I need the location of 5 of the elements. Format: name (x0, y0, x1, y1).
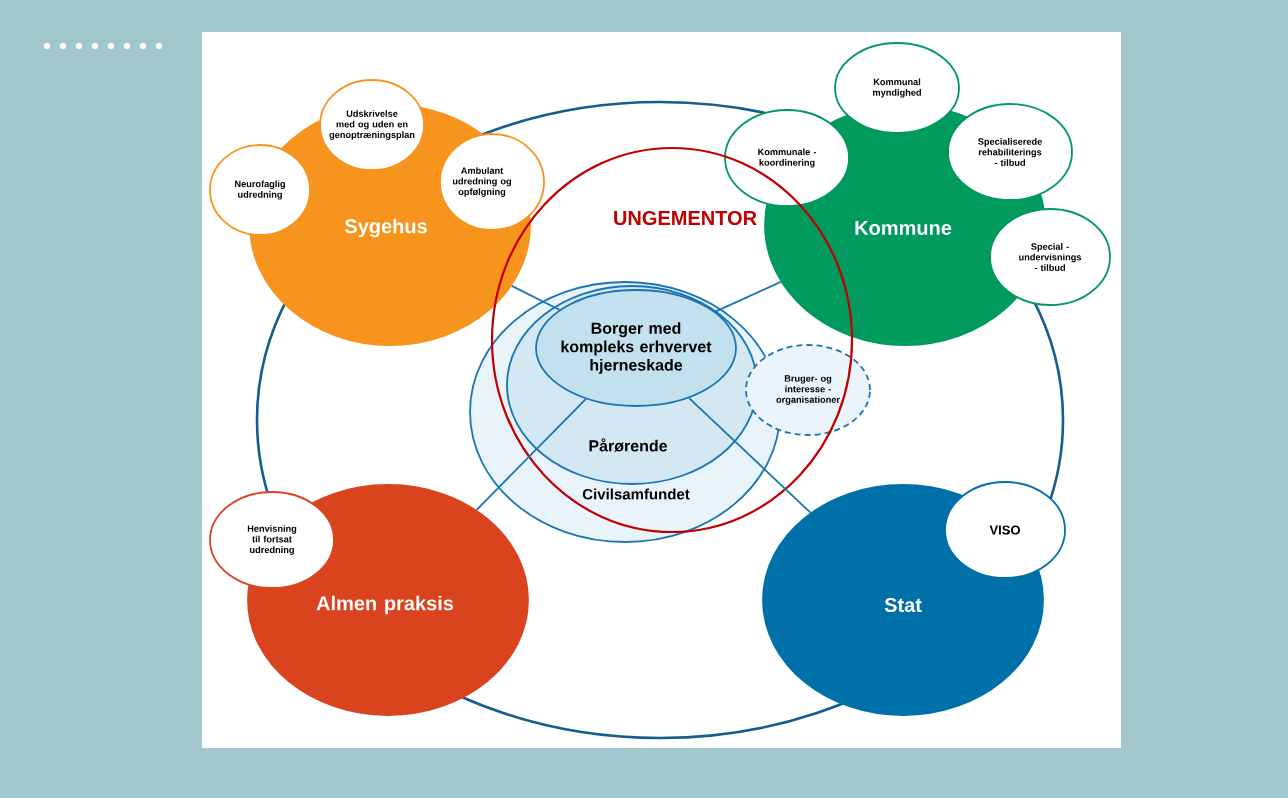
connector-line (714, 280, 782, 313)
connector-line (475, 398, 587, 511)
ring-label: UNGEMENTOR (614, 210, 757, 226)
connector-line (510, 284, 561, 311)
connector-line (688, 397, 812, 514)
